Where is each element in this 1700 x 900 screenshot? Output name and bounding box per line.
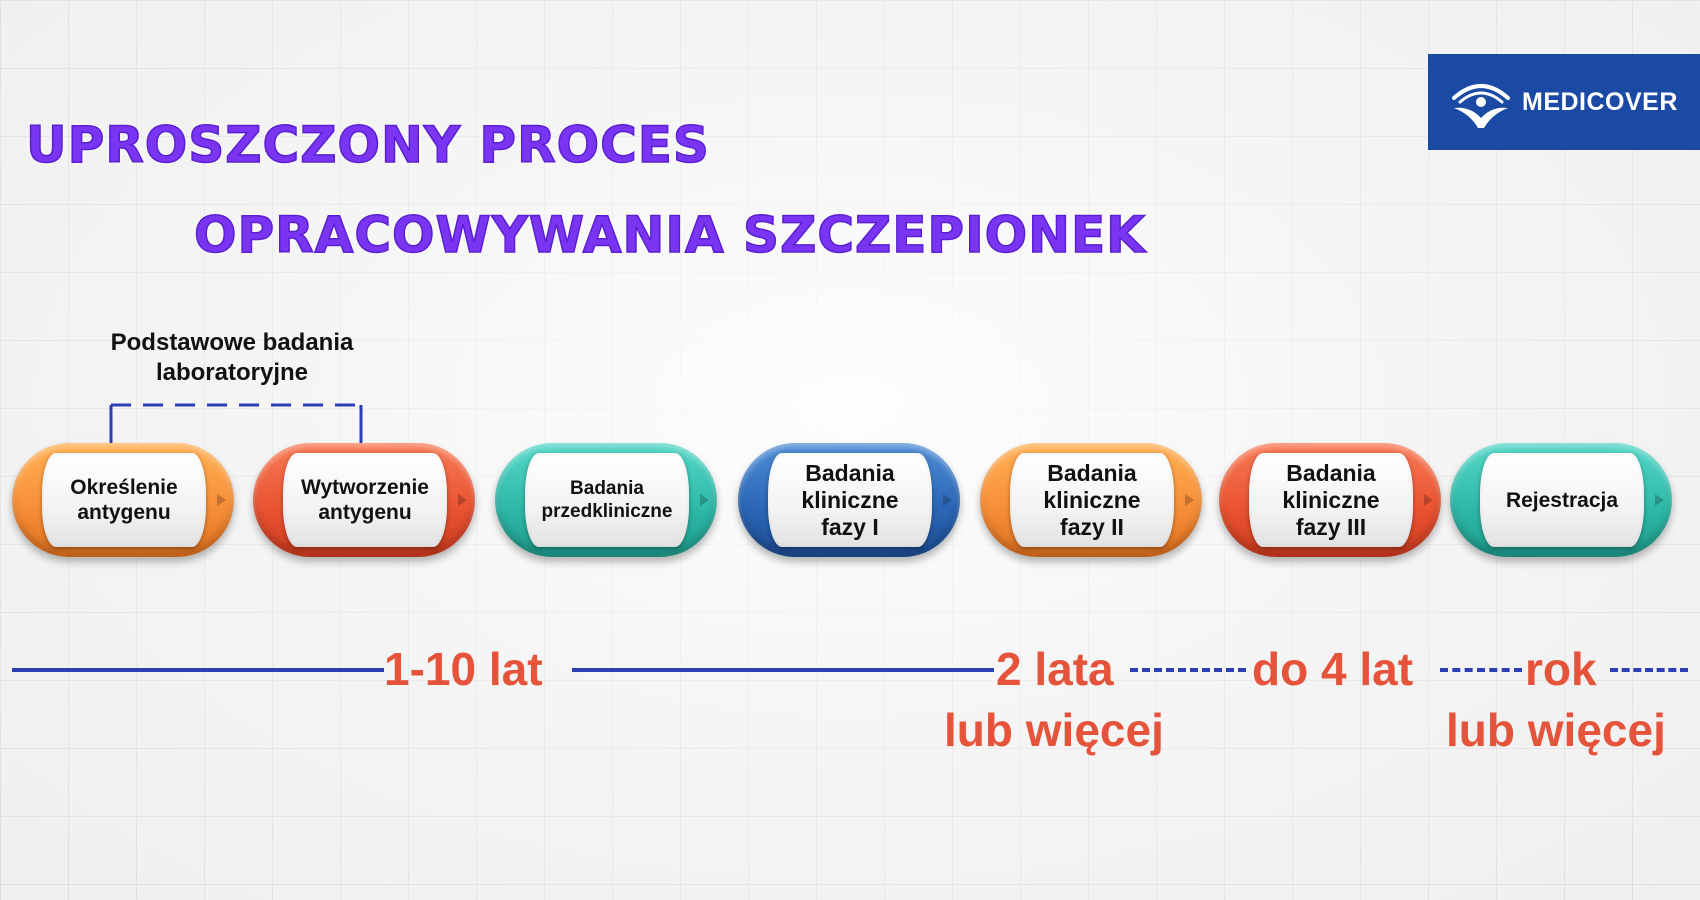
process-step-label-line: kliniczne <box>1043 486 1141 513</box>
timeline-segment-1 <box>12 668 384 672</box>
timeline-label-1-10-years: 1-10 lat <box>384 643 543 695</box>
title-line-1: UPROSZCZONY PROCES <box>25 115 710 175</box>
process-step-label-line: fazy III <box>1295 513 1367 540</box>
timeline-label-up-to-4-years: do 4 lat <box>1252 643 1414 695</box>
process-step-label-box: Rejestracja <box>1480 453 1644 547</box>
process-step-label-line: Rejestracja <box>1505 488 1619 512</box>
timeline-label-2-years-more: lub więcej <box>944 704 1164 756</box>
timeline-segment-4 <box>1440 668 1522 672</box>
group-label-line-1: Podstawowe badania <box>110 329 354 356</box>
step-arrow-icon <box>943 494 952 506</box>
process-step-label-line: fazy II <box>1060 513 1124 540</box>
process-step-label-line: antygenu <box>77 501 171 524</box>
process-step-label-line: fazy I <box>821 513 879 540</box>
group-bracket <box>109 403 363 448</box>
step-arrow-icon <box>700 494 709 506</box>
process-step-label-line: antygenu <box>318 501 412 524</box>
process-step-label-line: kliniczne <box>1282 486 1380 513</box>
timeline-segment-3 <box>1130 668 1246 672</box>
logo-text: MEDICOVER <box>1522 87 1678 116</box>
process-step-label-line: Określenie <box>70 476 178 499</box>
step-arrow-icon <box>217 494 226 506</box>
timeline-label-year: rok <box>1525 643 1597 695</box>
step-arrow-icon <box>458 494 467 506</box>
process-step-label-line: przedkliniczne <box>541 501 673 522</box>
timeline-segment-2 <box>572 668 994 672</box>
title-line-2: OPRACOWYWANIA SZCZEPIONEK <box>193 205 1146 265</box>
process-step-label-line: Wytworzenie <box>301 476 429 499</box>
step-arrow-icon <box>1655 494 1664 506</box>
process-step-label-line: Badania <box>570 478 644 499</box>
process-step-label-line: Badania <box>1047 459 1137 486</box>
step-arrow-icon <box>1185 494 1194 506</box>
timeline-segment-5 <box>1610 668 1688 672</box>
process-step-label-line: Badania <box>805 459 895 486</box>
process-step-7: Rejestracja <box>1450 443 1672 557</box>
timeline-label-year-more: lub więcej <box>1446 704 1666 756</box>
process-step-label-line: kliniczne <box>801 486 899 513</box>
group-label-line-2: laboratoryjne <box>155 359 309 386</box>
medicover-logo: MEDICOVER <box>1428 54 1700 150</box>
step-arrow-icon <box>1424 494 1433 506</box>
group-label-basic-lab-research: Podstawowe badania laboratoryjne <box>82 328 382 388</box>
timeline-label-2-years: 2 lata <box>996 643 1114 695</box>
process-step-label-line: Badania <box>1286 459 1376 486</box>
medicover-person-arc-icon <box>1452 84 1510 128</box>
